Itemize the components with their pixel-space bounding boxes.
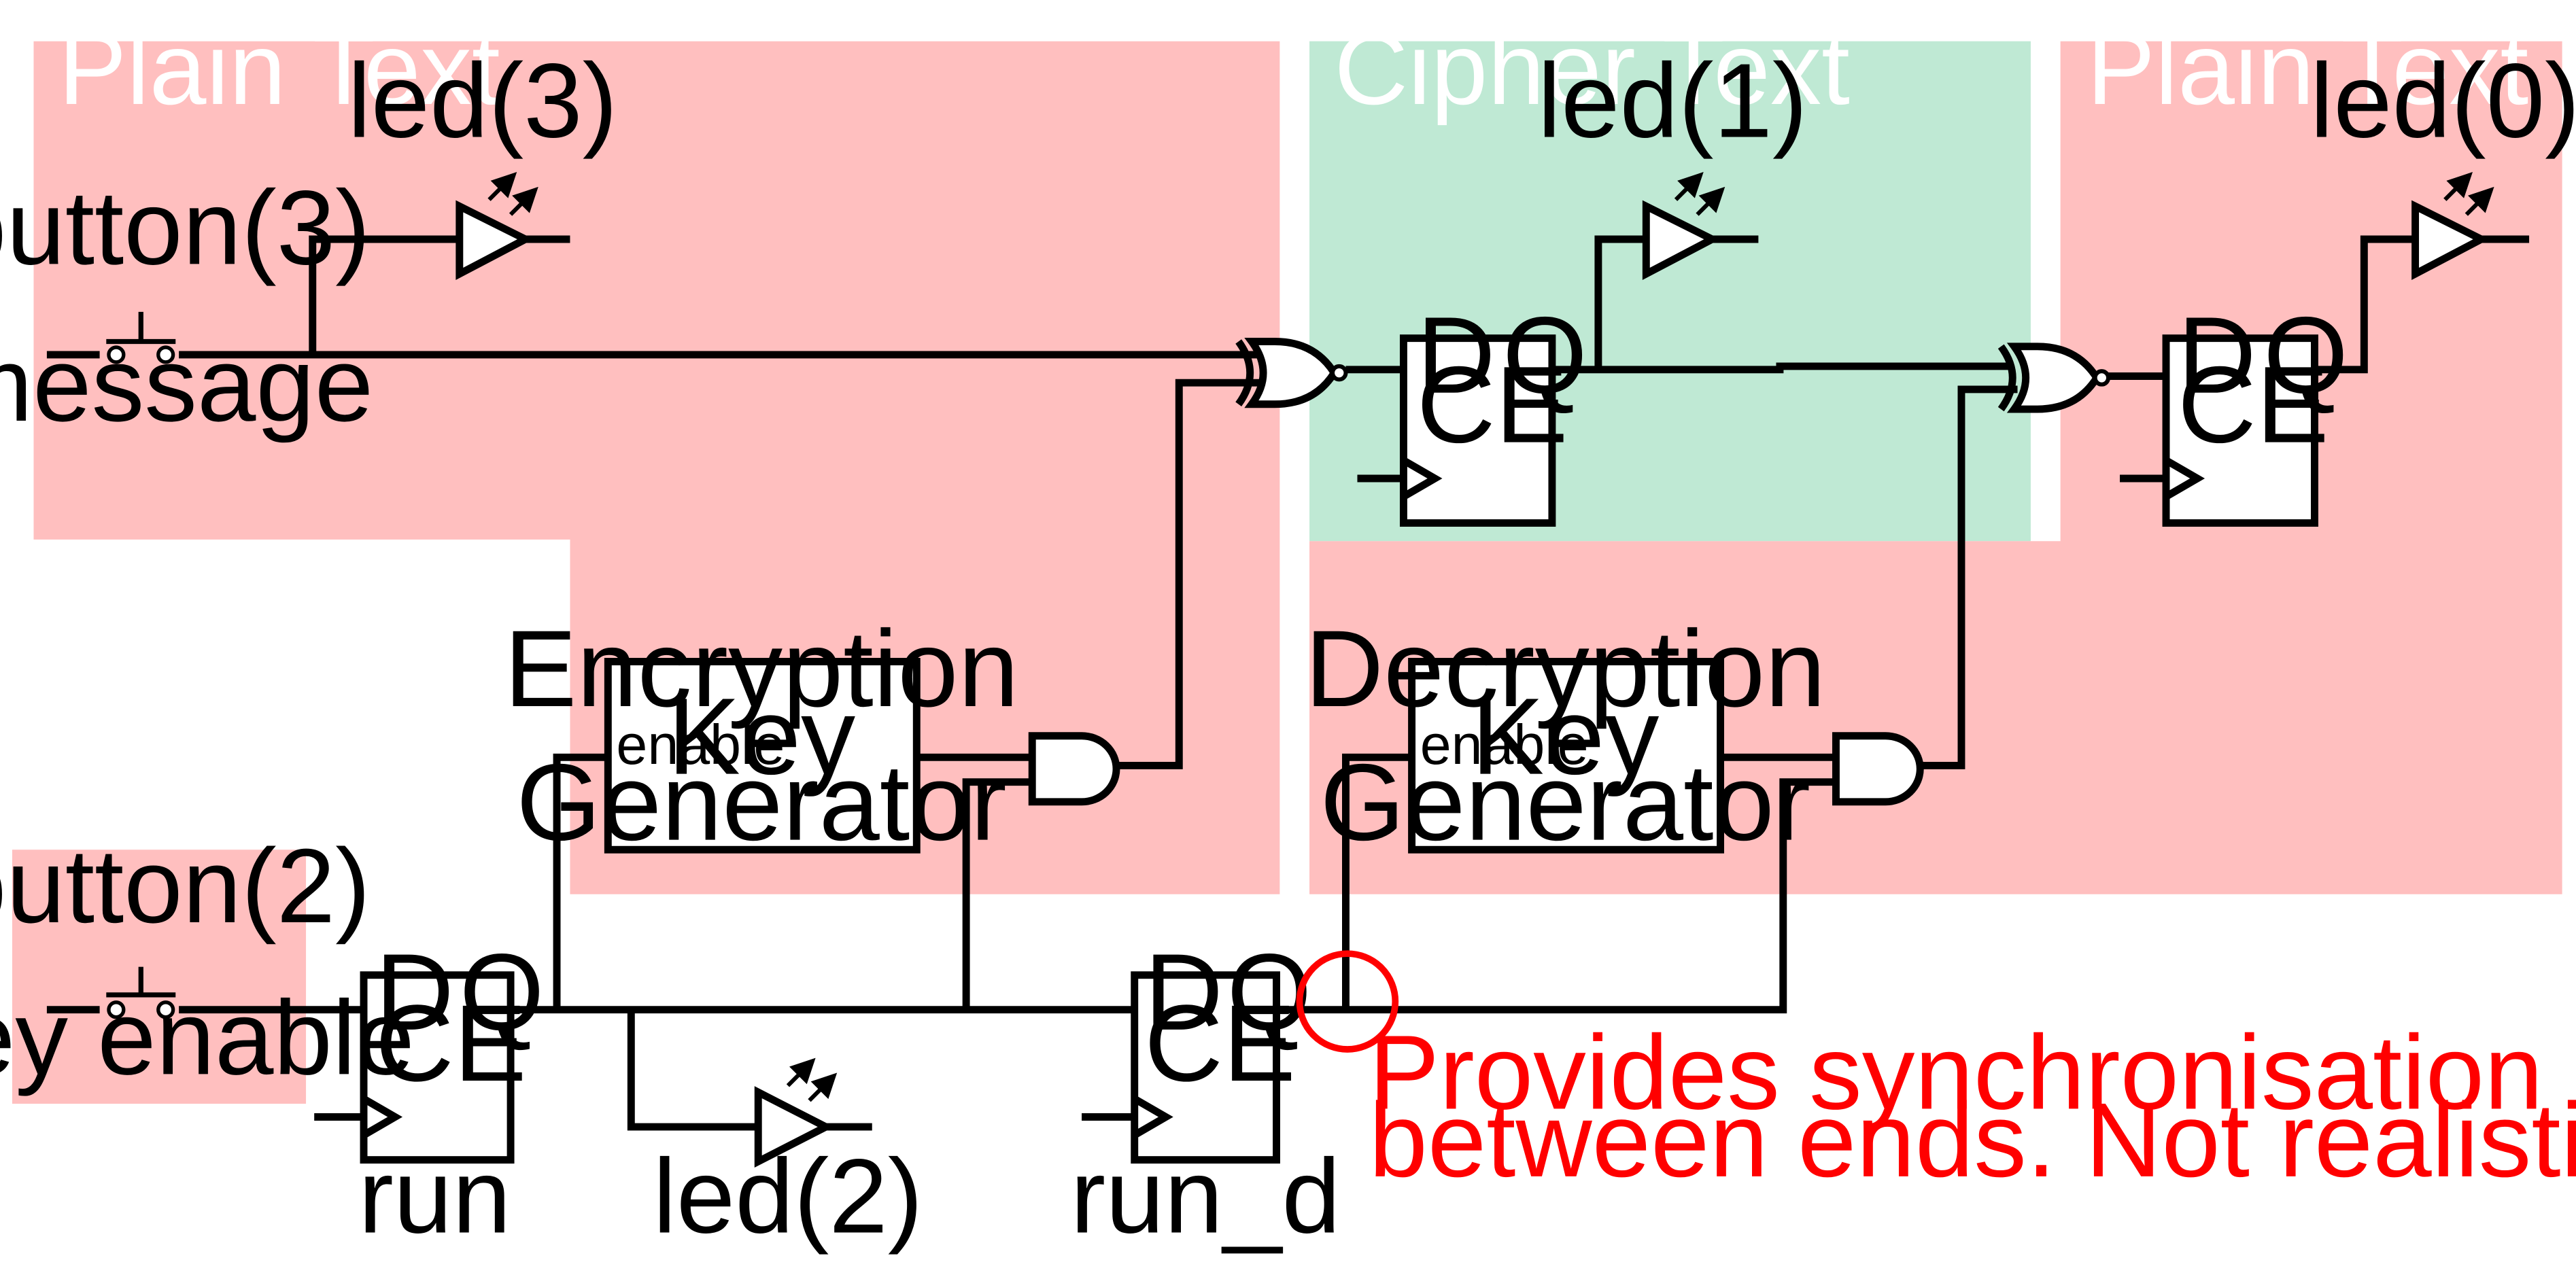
annotation-line2: between ends. Not realistic! xyxy=(1369,1081,2576,1199)
and-gate-decrypt xyxy=(1832,732,1924,806)
flipflop-plain-out: D Q CE xyxy=(2162,294,2348,527)
led2-label: led(2) xyxy=(653,1136,923,1255)
led1-label: led(1) xyxy=(1538,41,1808,159)
ff-ce-label: CE xyxy=(1144,982,1296,1104)
dec-title-line3: Generator xyxy=(1320,741,1810,863)
enc-title-line1: Encryption xyxy=(504,608,1019,729)
ff-q-label: Q xyxy=(460,931,545,1053)
key-enable-label: key enable xyxy=(0,978,415,1096)
ff-q-label: Q xyxy=(1502,294,1587,416)
run-d-label: run_d xyxy=(1070,1136,1340,1255)
enc-enable-port: enable xyxy=(616,714,785,776)
dec-title-line2: Key xyxy=(1471,676,1659,797)
ff-d-label: D xyxy=(1144,931,1223,1053)
button3-label: button(3) xyxy=(0,168,371,286)
led-2-icon xyxy=(754,1057,838,1168)
message-label: message xyxy=(0,325,373,443)
wires xyxy=(46,235,2530,1131)
led-0-icon xyxy=(2411,172,2494,281)
dec-enable-port: enable xyxy=(1420,714,1589,776)
enc-title-line2: Key xyxy=(668,676,855,797)
dec-title-line1: Decryption xyxy=(1305,608,1825,729)
push-button-key-enable xyxy=(106,966,176,1019)
key-enable-region xyxy=(12,850,307,1104)
led0-label: led(0) xyxy=(2310,41,2576,159)
button2-label: button(2) xyxy=(0,826,371,945)
ff-ce-label: CE xyxy=(1417,344,1568,466)
ff-ce-label: CE xyxy=(375,982,527,1104)
xnor-gate-encrypt xyxy=(1235,338,1348,408)
region-label-cipher: Cipher Text xyxy=(1334,12,1849,126)
ff-d-label: D xyxy=(375,931,454,1053)
ff-ce-label: CE xyxy=(2178,344,2329,466)
region-label-plain-right: Plain Text xyxy=(2086,12,2528,126)
enc-title-line3: Generator xyxy=(516,741,1006,863)
ff-d-label: D xyxy=(2178,294,2256,416)
annotation-line1: Provides synchronisation xyxy=(1369,1013,2543,1131)
region-label-plain-left: Plain Text xyxy=(58,12,500,126)
and-gate-encrypt xyxy=(1028,732,1120,806)
flipflop-run: D Q CE xyxy=(360,931,545,1164)
xnor-gate-decrypt xyxy=(1997,343,2111,413)
decryption-key-generator: Decryption Key Generator enable xyxy=(1305,608,1825,863)
encryption-key-generator: Encryption Key Generator enable xyxy=(504,608,1019,863)
sync-highlight-circle xyxy=(1296,950,1399,1053)
plain-text-region-left xyxy=(33,41,1280,894)
run-label: run xyxy=(358,1136,511,1255)
led-1-icon xyxy=(1642,172,1725,281)
push-button-message xyxy=(106,311,176,364)
flipflop-run-d: D Q CE xyxy=(1131,931,1311,1164)
led-3-icon xyxy=(456,172,538,281)
ff-q-label: Q xyxy=(2263,294,2348,416)
led3-label: led(3) xyxy=(347,41,617,159)
flipflop-cipher: D Q CE xyxy=(1399,294,1587,527)
ff-d-label: D xyxy=(1417,294,1496,416)
